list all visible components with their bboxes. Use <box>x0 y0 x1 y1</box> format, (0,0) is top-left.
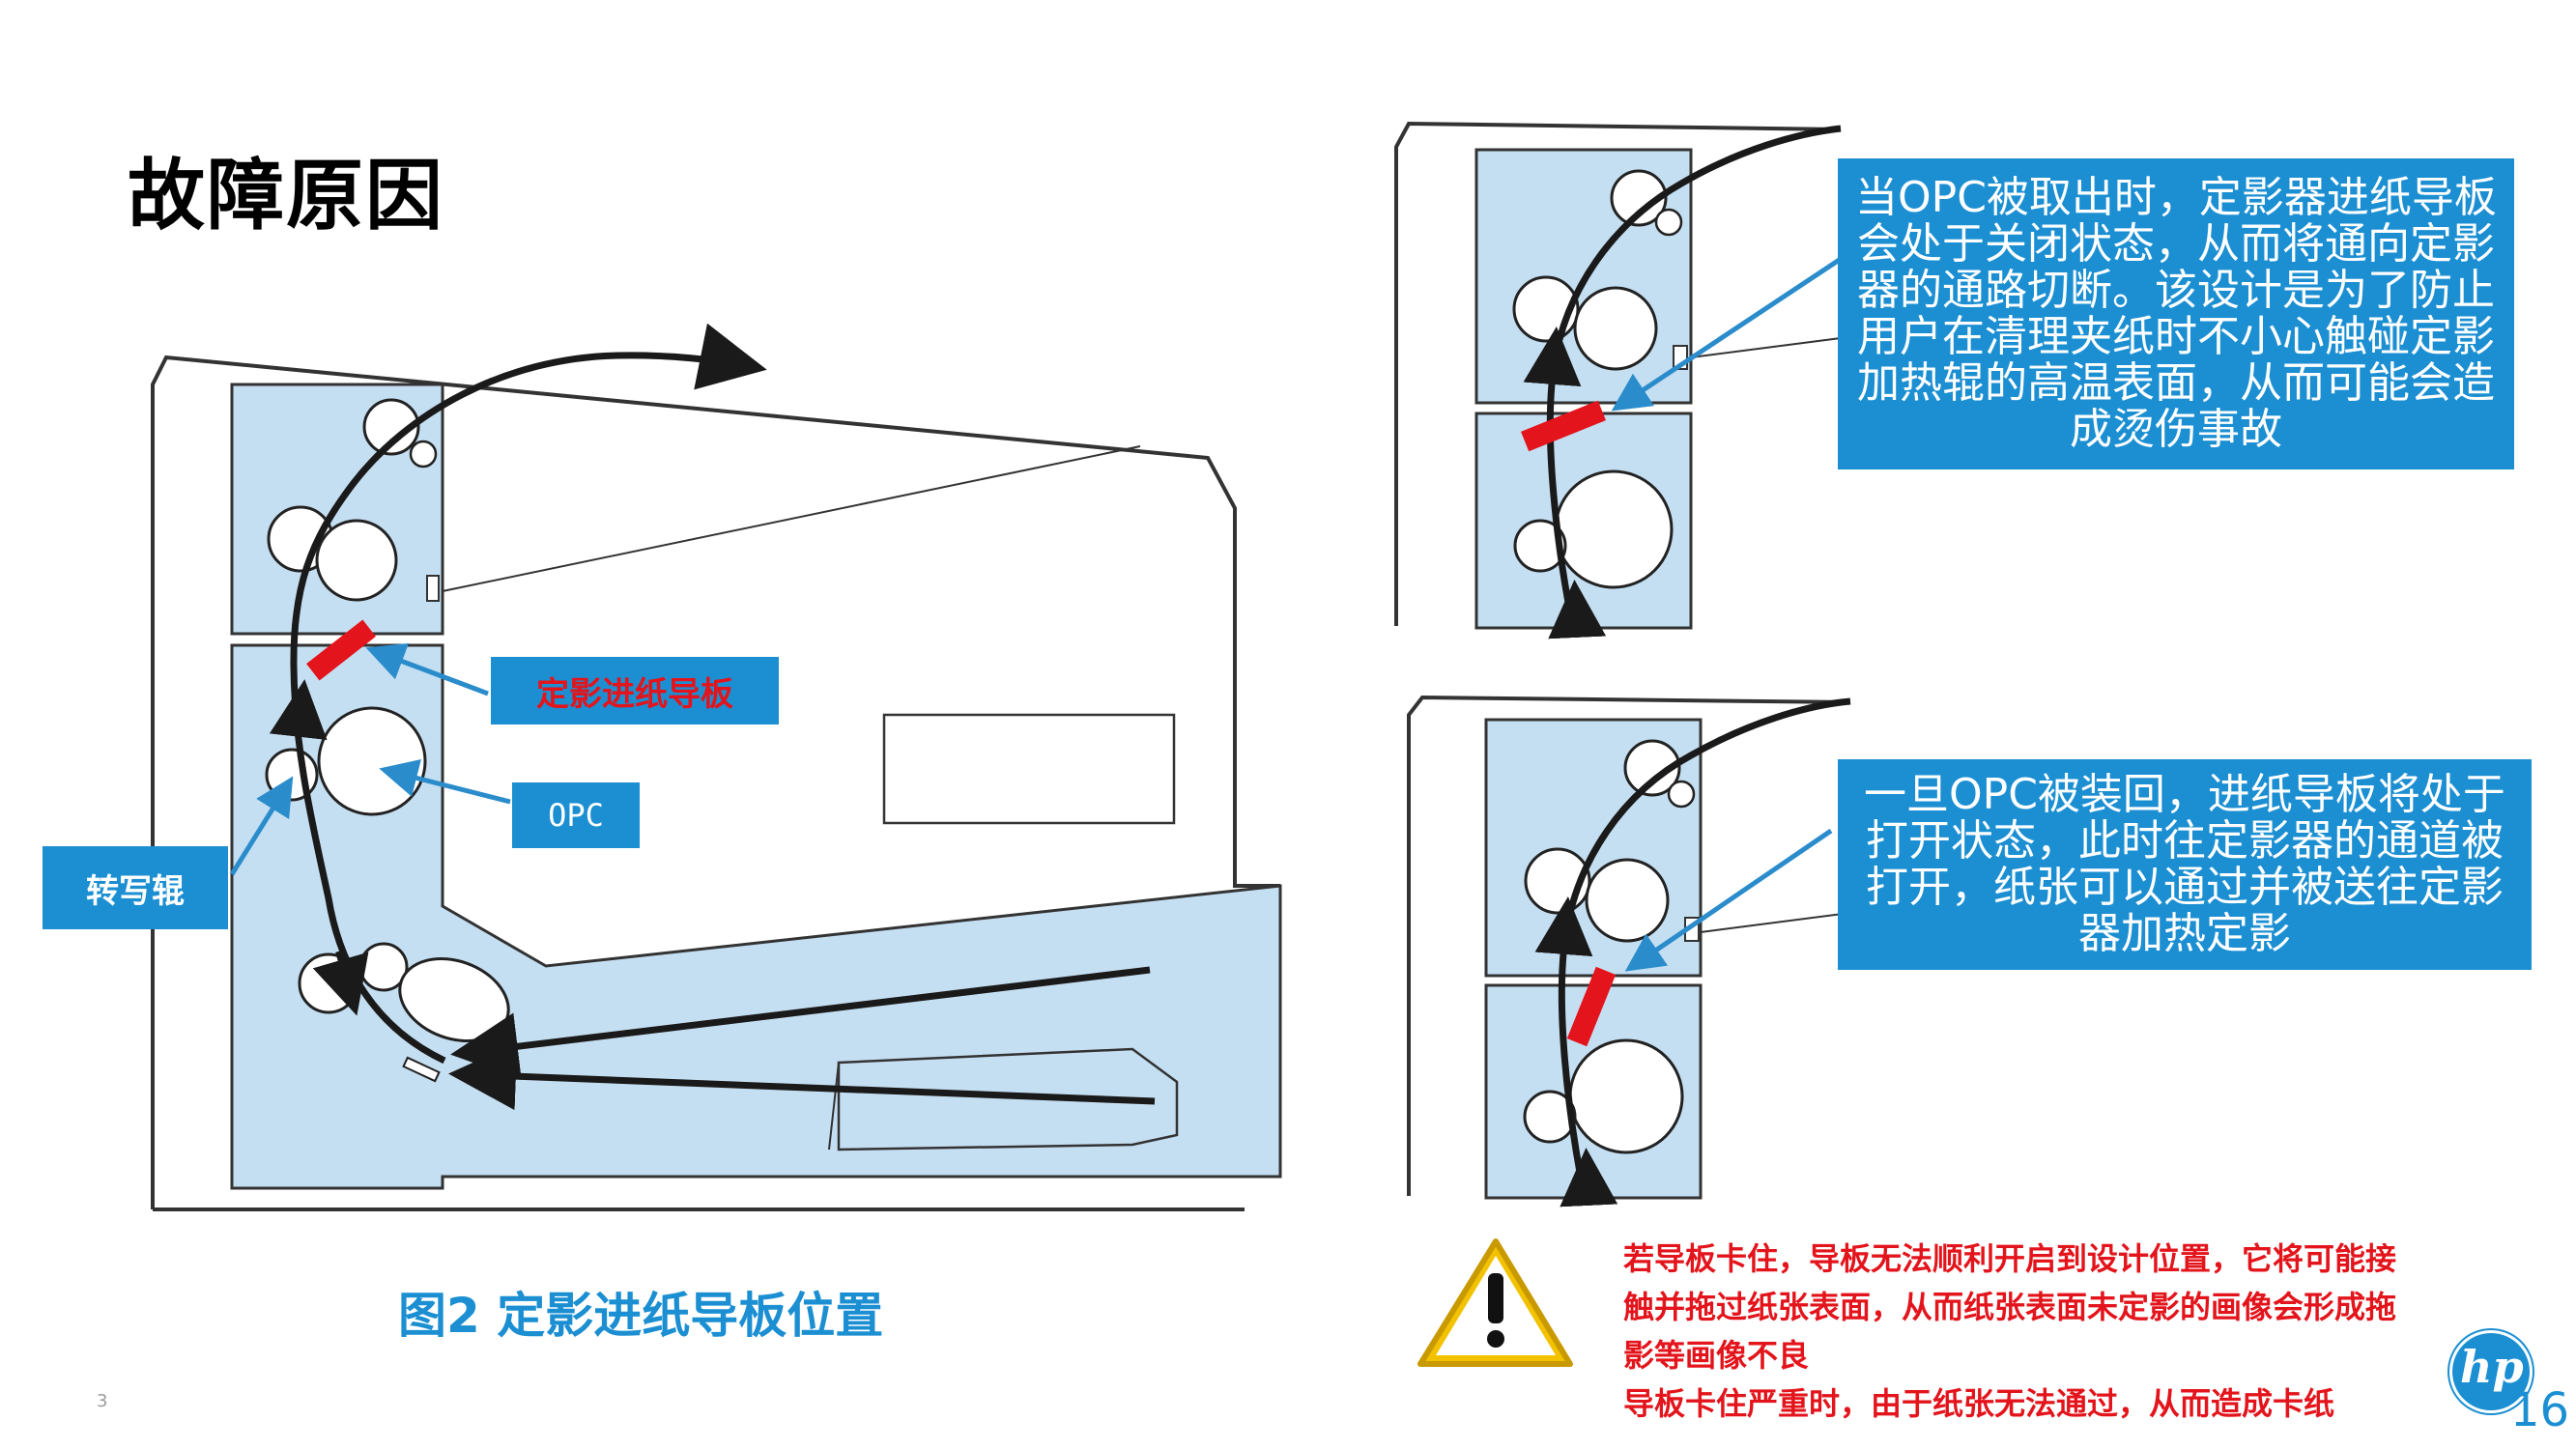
callout-guide-open: 一旦OPC被装回，进纸导板将处于打开状态，此时往定影器的通道被打开，纸张可以通过… <box>1838 759 2532 970</box>
callout-guide-closed: 当OPC被取出时，定影器进纸导板会处于关闭状态，从而将通向定影器的通路切断。该设… <box>1838 158 2514 469</box>
guide-plate-closed <box>1521 400 1606 452</box>
label-transfer-roller: 转写辊 <box>43 846 228 929</box>
page-number: 16 <box>2510 1383 2570 1437</box>
page-title: 故障原因 <box>128 151 444 241</box>
warning-text: 若导板卡住，导板无法顺利开启到设计位置，它将可能接 触并拖过纸张表面，从而纸张表… <box>1623 1235 2474 1428</box>
callout-guide-open-text: 一旦OPC被装回，进纸导板将处于打开状态，此时往定影器的通道被打开，纸张可以通过… <box>1864 770 2505 958</box>
guide-plate-open <box>1566 966 1617 1047</box>
label-opc: OPC <box>512 782 640 848</box>
warning-line-2: 触并拖过纸张表面，从而纸张表面未定影的画像会形成拖 <box>1623 1289 2397 1325</box>
warning-line-1: 若导板卡住，导板无法顺利开启到设计位置，它将可能接 <box>1623 1240 2397 1277</box>
figure-caption: 图2 定影进纸导板位置 <box>398 1288 884 1344</box>
closed-guide-diagram <box>1394 121 1843 639</box>
warning-line-3: 影等画像不良 <box>1623 1337 1810 1374</box>
warning-icon <box>1417 1238 1573 1367</box>
slide-number: 3 <box>97 1391 108 1411</box>
callout-guide-closed-text: 当OPC被取出时，定影器进纸导板会处于关闭状态，从而将通向定影器的通路切断。该设… <box>1855 173 2497 454</box>
main-printer-diagram <box>151 323 1282 1211</box>
warning-line-4: 导板卡住严重时，由于纸张无法通过，从而造成卡纸 <box>1623 1385 2335 1422</box>
hp-logo-text: hp <box>2460 1341 2524 1393</box>
label-opc-text: OPC <box>548 797 604 834</box>
hp-logo-icon <box>2447 1328 2534 1415</box>
label-fuser-guide: 定影进纸导板 <box>491 657 779 724</box>
label-transfer-roller-text: 转写辊 <box>86 871 185 911</box>
open-guide-diagram <box>1407 695 1851 1208</box>
label-fuser-guide-text: 定影进纸导板 <box>536 674 733 714</box>
fuser-guide-plate <box>306 619 376 681</box>
